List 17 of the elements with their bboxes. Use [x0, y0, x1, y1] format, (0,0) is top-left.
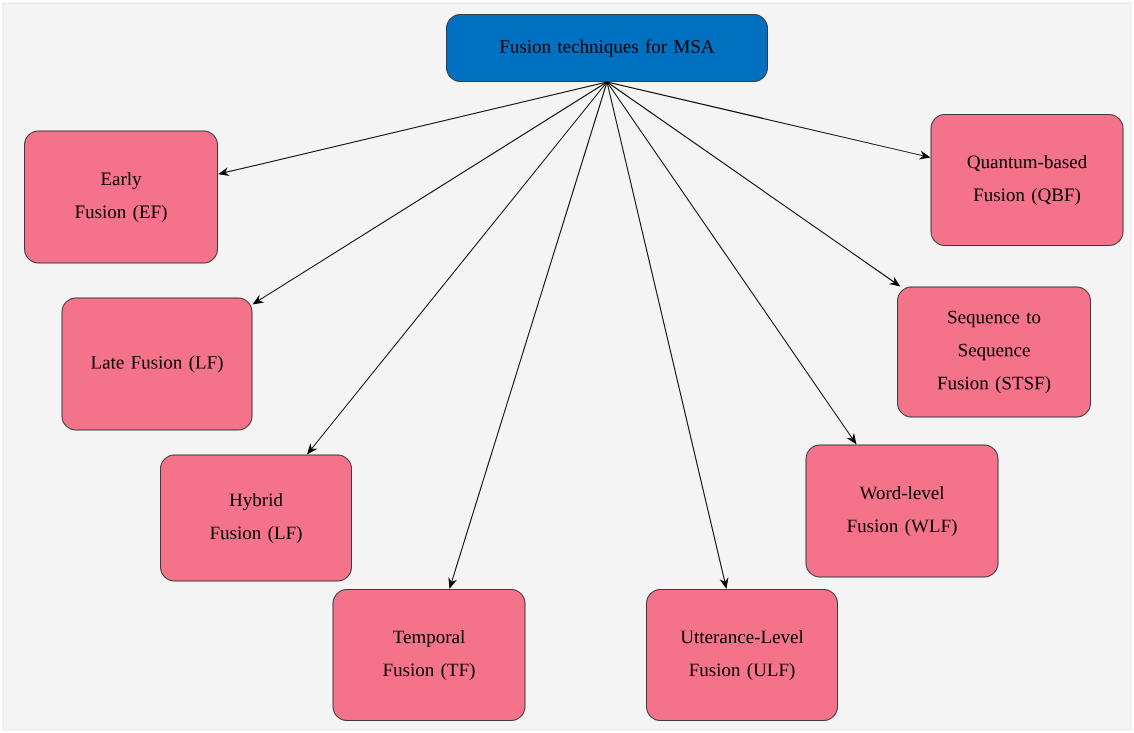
arrow — [448, 81, 608, 589]
fusion-box: Sequence to Sequence Fusion (STSF) — [897, 286, 1091, 418]
fusion-box: Temporal Fusion (TF) — [332, 589, 526, 721]
fusion-box: Late Fusion (LF) — [61, 297, 253, 431]
arrow — [218, 81, 608, 176]
title-box: Fusion techniques for MSA — [446, 14, 768, 82]
fusion-box: Hybrid Fusion (LF) — [160, 454, 352, 582]
arrow — [606, 81, 930, 160]
arrow — [307, 81, 608, 454]
fusion-box: Early Fusion (EF) — [24, 130, 218, 264]
arrow — [606, 81, 900, 287]
fusion-box: Word-level Fusion (WLF) — [805, 444, 999, 578]
fusion-box: Quantum-based Fusion (QBF) — [930, 114, 1124, 246]
arrow — [253, 81, 608, 305]
arrow — [606, 81, 857, 444]
fusion-box: Utterance-Level Fusion (ULF) — [646, 589, 838, 721]
arrow — [606, 81, 729, 589]
